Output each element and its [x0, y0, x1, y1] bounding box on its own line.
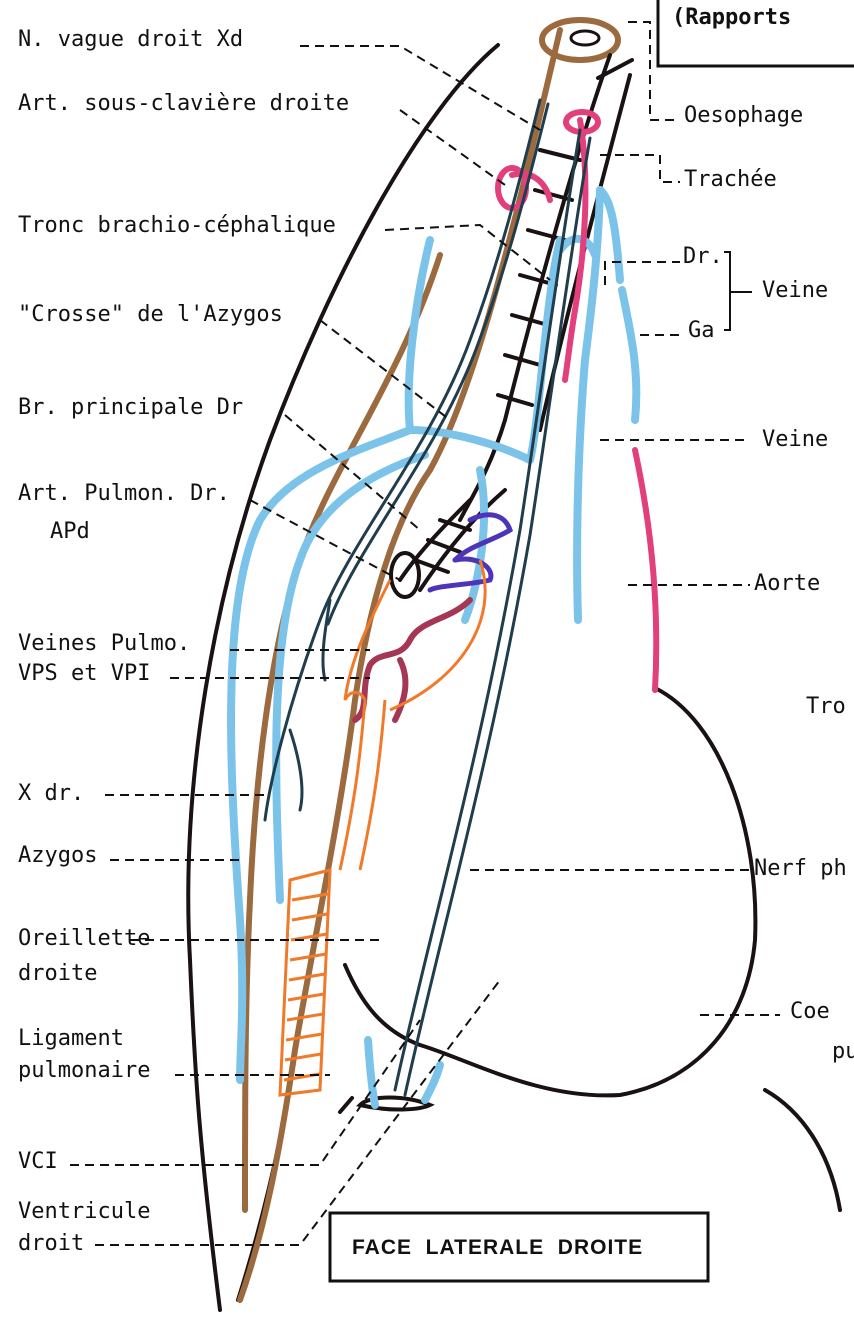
- label-veine-2: Veine: [762, 427, 828, 452]
- label-apd: APd: [50, 519, 90, 544]
- label-dr: Dr.: [683, 244, 723, 269]
- label-azygos: Azygos: [18, 843, 97, 868]
- label-tronc-brachio: Tronc brachio-céphalique: [18, 213, 336, 238]
- label-droit: droit: [18, 1231, 84, 1256]
- label-crosse-azygos: "Crosse" de l'Azygos: [18, 302, 283, 327]
- left-labels: N. vague droit Xd Art. sous-clavière dro…: [18, 27, 349, 1256]
- label-pulmonaire: pulmonaire: [18, 1058, 150, 1083]
- label-nerf-ph: Nerf ph: [754, 856, 847, 881]
- label-ga: Ga: [688, 318, 715, 343]
- label-vps-vpi: VPS et VPI: [18, 661, 150, 686]
- face-label-box: FACE LATERALE DROITE: [330, 1213, 708, 1281]
- label-trachee: Trachée: [684, 167, 777, 192]
- label-veines-pulmo: Veines Pulmo.: [18, 631, 190, 656]
- label-pu: pu: [832, 1039, 854, 1064]
- label-br-principale: Br. principale Dr: [18, 395, 243, 420]
- label-oesophage: Oesophage: [684, 103, 803, 128]
- heart-outline: [340, 688, 840, 1210]
- title-box: (Rapports: [658, 0, 854, 66]
- label-aorte: Aorte: [754, 571, 820, 596]
- label-x-dr: X dr.: [18, 781, 84, 806]
- label-n-vague-droit: N. vague droit Xd: [18, 27, 243, 52]
- label-tro: Tro: [806, 694, 846, 719]
- title-text: (Rapports: [672, 5, 791, 30]
- label-droite: droite: [18, 961, 97, 986]
- label-art-pulmon: Art. Pulmon. Dr.: [18, 481, 230, 506]
- trachea: [391, 55, 632, 597]
- ligament-orange: [280, 560, 485, 1095]
- label-ventricule: Ventricule: [18, 1199, 150, 1224]
- label-ligament: Ligament: [18, 1026, 124, 1051]
- label-veine-1: Veine: [762, 278, 828, 303]
- label-art-sous-claviere: Art. sous-clavière droite: [18, 91, 349, 116]
- label-oreillette: Oreillette: [18, 926, 150, 951]
- face-label-text: FACE LATERALE DROITE: [352, 1236, 643, 1259]
- right-labels: Oesophage Trachée Dr. Ga Veine Veine Aor…: [683, 103, 854, 1064]
- label-vci: VCI: [18, 1149, 58, 1174]
- label-coe: Coe: [790, 999, 830, 1024]
